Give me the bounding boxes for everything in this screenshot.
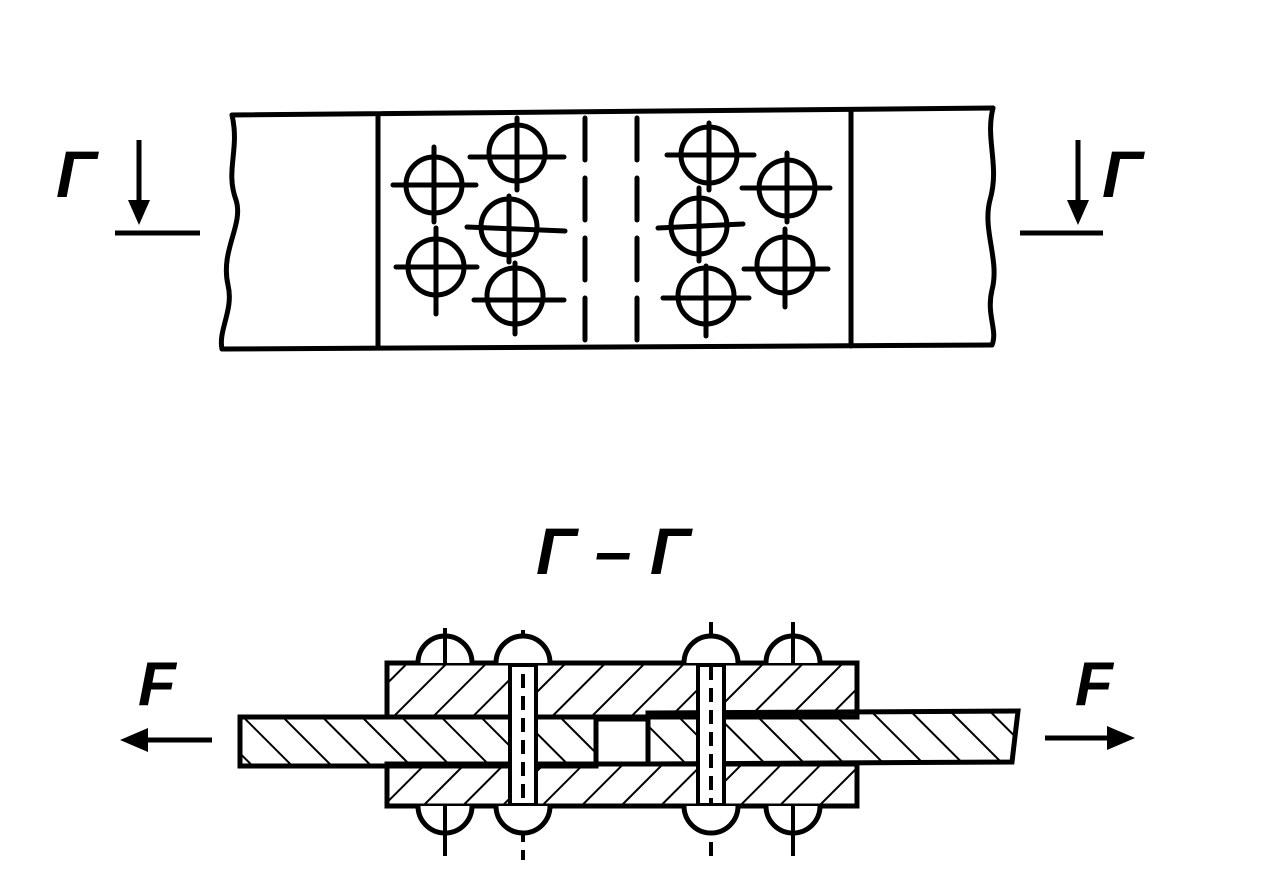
section-marker-right (1020, 140, 1103, 236)
plate-outline-bottom (219, 342, 995, 352)
rivet-icon (655, 185, 746, 264)
rivet-icon (471, 260, 567, 337)
plate-outline-top (229, 105, 996, 118)
force-arrow-left (120, 728, 212, 752)
section-mark-right-label: Г (1102, 137, 1145, 211)
rivet-icon (390, 144, 479, 225)
section-title: Г – Г (536, 514, 693, 588)
section-marker-left (115, 140, 200, 236)
force-label-right: F (1075, 650, 1115, 719)
cover-plate-top (384, 660, 860, 720)
butt-gap (593, 716, 651, 767)
cover-plate-bottom (384, 761, 860, 809)
plate-break-right (985, 105, 997, 348)
rivet-icon (660, 263, 752, 339)
section-mark-left-label: Г (56, 137, 99, 211)
rivet-head-icon (493, 805, 553, 836)
rivet-icon (464, 193, 568, 265)
rivet-head-icon (493, 633, 553, 664)
main-plate-left (237, 714, 599, 769)
rivet-icon (393, 225, 480, 317)
rivet-shank (508, 663, 538, 807)
force-label-left: F (138, 650, 178, 719)
plate-break-left (218, 112, 241, 352)
force-arrow-right (1045, 726, 1135, 750)
rivet-icon (741, 226, 831, 310)
plan-view (218, 105, 997, 352)
rivet-head-icon (681, 633, 741, 664)
rivet-icon (739, 150, 833, 225)
rivet-icon (664, 120, 757, 193)
section-view (237, 622, 1021, 860)
rivet-head-icon (681, 805, 741, 836)
rivet-icon (467, 115, 567, 193)
